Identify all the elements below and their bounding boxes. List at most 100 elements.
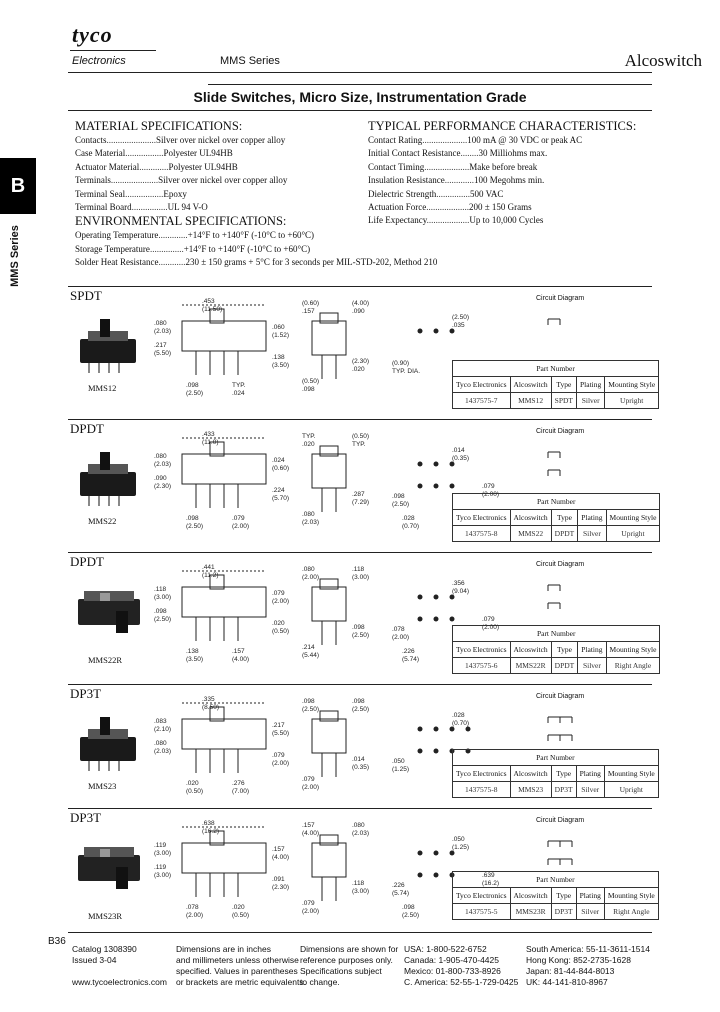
- dimension-label: .090: [352, 308, 365, 315]
- dimension-label: .098: [302, 386, 315, 393]
- spec-label: Dielectric Strength: [368, 188, 437, 199]
- dimension-label: .441: [202, 564, 215, 571]
- spec-label: Terminal Board: [75, 202, 132, 213]
- switch-photo: [80, 452, 136, 506]
- spec-label: Contact Rating: [368, 135, 423, 145]
- dimension-label: .020: [232, 904, 245, 911]
- spec-label: Life Expectancy: [368, 215, 427, 226]
- dimension-label: (5.50): [154, 350, 171, 357]
- performance-heading: TYPICAL PERFORMANCE CHARACTERISTICS:: [368, 119, 637, 133]
- dimension-label: .028: [452, 712, 465, 719]
- dimension-label: .014: [352, 756, 365, 763]
- dimension-label: .028: [402, 515, 415, 522]
- table-cell: DPDT: [550, 657, 579, 674]
- column-header: Mounting Style: [605, 641, 661, 658]
- spec-row: Contacts......................Silver ove…: [75, 134, 365, 147]
- column-header: Plating: [575, 887, 605, 904]
- dimension-label: .287: [352, 491, 365, 498]
- footer-catalog: Catalog 1308390 Issued 3-04 www.tycoelec…: [72, 944, 167, 987]
- spec-label: Initial Contact Resistance: [368, 148, 461, 159]
- table-cell: 1437575-5: [452, 903, 511, 920]
- table-cell: MMS22R: [509, 657, 552, 674]
- dimension-label: TYP.: [232, 382, 246, 389]
- spec-row: Insulation Resistance.............100 Me…: [368, 174, 658, 187]
- table-cell: Silver: [575, 781, 605, 798]
- dimension-label: .138: [272, 354, 285, 361]
- leader-dots: ......................: [106, 135, 157, 145]
- dimension-label: (2.50): [186, 390, 203, 397]
- dimension-label: (3.50): [272, 362, 289, 369]
- dimension-label: .119: [154, 864, 167, 871]
- dimension-label: .098: [154, 608, 167, 615]
- table-cell: MMS22: [509, 525, 552, 542]
- dimension-label: .091: [272, 876, 285, 883]
- dimension-label: (0.70): [402, 523, 419, 530]
- leader-dots: ................: [131, 202, 168, 213]
- dimension-label: (2.03): [154, 328, 171, 335]
- leader-dots: .....................: [110, 175, 159, 186]
- circuit-diagram: [547, 716, 573, 741]
- dimension-label: .157: [302, 308, 315, 315]
- spec-label: Contact Timing: [368, 161, 425, 172]
- dimension-label: (5.50): [272, 730, 289, 737]
- dimension-label: (5.70): [272, 495, 289, 502]
- dimension-label: .020: [186, 780, 199, 787]
- dimension-label: .226: [402, 648, 415, 655]
- dimension-label: .078: [392, 626, 405, 633]
- table-cell: Right Angle: [603, 903, 659, 920]
- dimension-label: (1.52): [272, 332, 289, 339]
- leader-dots: ...............: [436, 188, 470, 199]
- material-heading: MATERIAL SPECIFICATIONS:: [75, 119, 243, 133]
- spec-value: Epoxy: [163, 188, 187, 199]
- leader-dots: .............: [139, 161, 169, 172]
- column-header: Tyco Electronics: [452, 765, 511, 782]
- spec-label: Insulation Resistance: [368, 175, 445, 186]
- table-cell: SPDT: [550, 392, 578, 409]
- dimension-label: (1.25): [392, 766, 409, 773]
- dimension-label: TYP. DIA.: [392, 368, 420, 375]
- circuit-diagram-title: Circuit Diagram: [536, 693, 585, 700]
- footer-rule: [68, 932, 652, 933]
- model-label: MMS23R: [88, 911, 123, 921]
- alcoswitch-brand: Alcoswitch: [624, 51, 702, 70]
- dimension-label: TYP.: [302, 433, 316, 440]
- column-header: Alcoswitch: [509, 641, 552, 658]
- dimension-label: (5.44): [302, 652, 319, 659]
- page-title: Slide Switches, Micro Size, Instrumentat…: [193, 89, 527, 105]
- spec-value: 100 mA @ 30 VDC or peak AC: [467, 135, 583, 145]
- leader-dots: ...................: [426, 215, 470, 226]
- spec-row: Life Expectancy...................Up to …: [368, 214, 658, 227]
- spec-value: 200 ± 150 Grams: [468, 202, 532, 213]
- table-cell: Right Angle: [605, 657, 661, 674]
- spec-value: +14°F to +140°F (-10°C to +60°C): [183, 243, 311, 254]
- dimension-label: .098: [352, 624, 365, 631]
- dimension-label: .214: [302, 644, 315, 651]
- dimension-label: (2.30): [272, 884, 289, 891]
- model-label: MMS23: [88, 781, 117, 791]
- switch-photo: [80, 717, 136, 771]
- series-label: MMS Series: [220, 55, 280, 67]
- column-header: Type: [550, 641, 579, 658]
- website-link[interactable]: www.tycoelectronics.com: [72, 977, 167, 987]
- dimension-label: .080: [154, 740, 167, 747]
- leader-dots: .................: [125, 148, 164, 159]
- table-cell: DPDT: [550, 525, 579, 542]
- spec-row: Terminals.....................Silver ove…: [75, 174, 365, 187]
- dimension-label: (9.04): [452, 588, 469, 595]
- dimension-label: (2.50): [452, 314, 469, 321]
- dimension-label: .020: [352, 366, 365, 373]
- column-header: Type: [550, 509, 579, 526]
- header-rule: [68, 72, 652, 73]
- column-header: Mounting Style: [603, 765, 659, 782]
- dimension-label: (2.10): [154, 726, 171, 733]
- circuit-diagram-title: Circuit Diagram: [536, 295, 585, 302]
- dimension-drawing: .441(11.2).118(3.00).098(2.50).079(2.00)…: [154, 564, 499, 663]
